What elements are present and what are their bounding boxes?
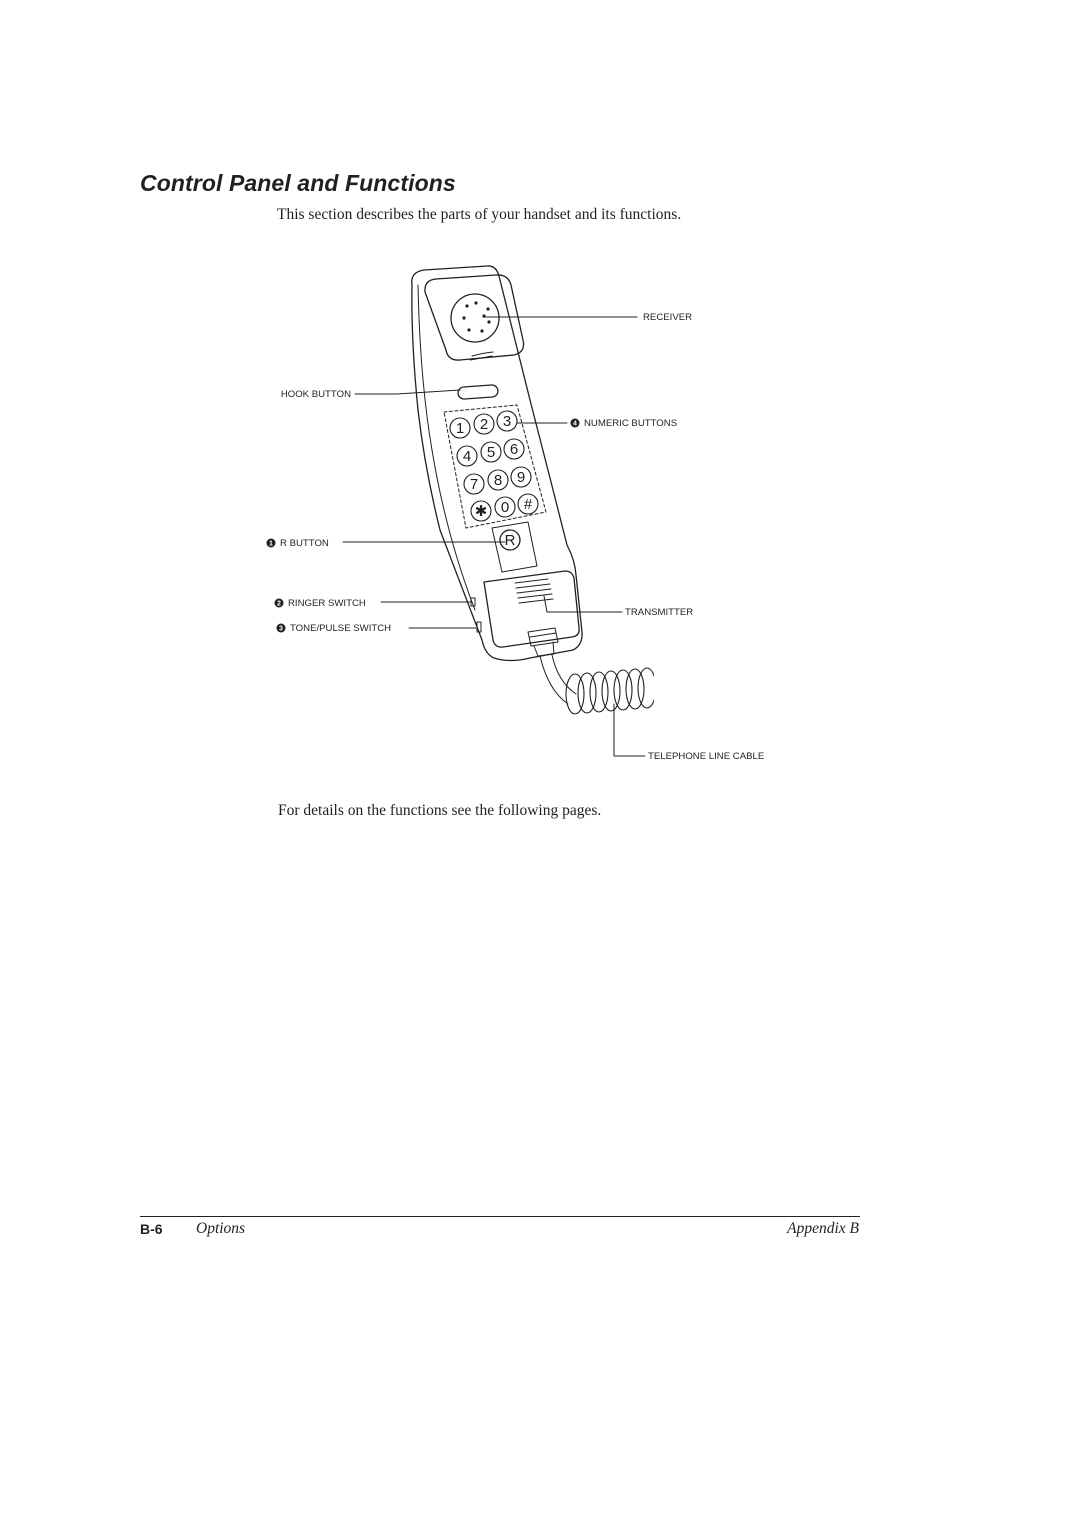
keypad-labels: 1 2 3 4 5 6 7 8 9 ✱ 0 # R: [456, 413, 533, 549]
callout-number-3: 3: [279, 626, 283, 633]
r-button: [499, 529, 521, 551]
callout-number-1: 1: [269, 541, 273, 548]
key-9: 9: [517, 469, 525, 486]
key-star: ✱: [475, 503, 488, 520]
details-paragraph: For details on the functions see the fol…: [278, 802, 602, 819]
speaker-holes: [462, 301, 491, 333]
key-6: 6: [510, 441, 518, 458]
footer-section: Options: [196, 1220, 246, 1237]
callout-tone-pulse-switch: TONE/PULSE SWITCH: [290, 623, 391, 634]
key-2: 2: [480, 416, 488, 433]
page-title: Control Panel and Functions: [140, 170, 456, 196]
key-0: 0: [501, 499, 509, 516]
callout-receiver: RECEIVER: [643, 312, 692, 323]
receiver-housing: [424, 274, 525, 361]
tone-pulse-switch: [476, 621, 482, 633]
intro-paragraph: This section describes the parts of your…: [277, 206, 682, 223]
key-7: 7: [470, 476, 478, 493]
transmitter-grille: [514, 578, 554, 604]
cord-strain-relief: [539, 655, 569, 705]
key-hash: #: [524, 496, 533, 513]
callout-r-button: R BUTTON: [280, 538, 329, 549]
receiver-speaker: [450, 293, 500, 343]
callout-ringer-switch: RINGER SWITCH: [288, 598, 366, 609]
callout-numeric-buttons: NUMERIC BUTTONS: [584, 418, 677, 429]
callout-lines: [342, 316, 646, 757]
key-5: 5: [487, 444, 495, 461]
coiled-cable: [565, 667, 657, 715]
ringer-switch: [470, 597, 476, 607]
cable-connector: [527, 627, 559, 647]
callout-transmitter: TRANSMITTER: [625, 607, 693, 618]
footer-chapter: Appendix B: [787, 1220, 859, 1237]
numeric-keys: [449, 410, 539, 522]
numeric-buttons-region: [443, 404, 547, 529]
key-r: R: [505, 532, 516, 549]
handset-body: [411, 265, 583, 662]
footer-rule: [140, 1216, 860, 1217]
key-1: 1: [456, 420, 464, 437]
callout-number-2: 2: [277, 601, 281, 608]
handset-diagram: 1 2 3 4 5 6 7 8 9 ✱ 0 # R RECEIVER HOOK …: [266, 265, 764, 762]
page-number: B-6: [140, 1221, 163, 1237]
transmitter-housing: [483, 570, 580, 648]
callout-telephone-line-cable: TELEPHONE LINE CABLE: [648, 751, 764, 762]
hook-button: [457, 384, 499, 400]
r-button-housing: [491, 521, 538, 573]
key-4: 4: [463, 448, 471, 465]
callout-hook-button: HOOK BUTTON: [281, 389, 351, 400]
key-8: 8: [494, 472, 502, 489]
callout-number-4: 4: [573, 421, 577, 428]
key-3: 3: [503, 413, 511, 430]
